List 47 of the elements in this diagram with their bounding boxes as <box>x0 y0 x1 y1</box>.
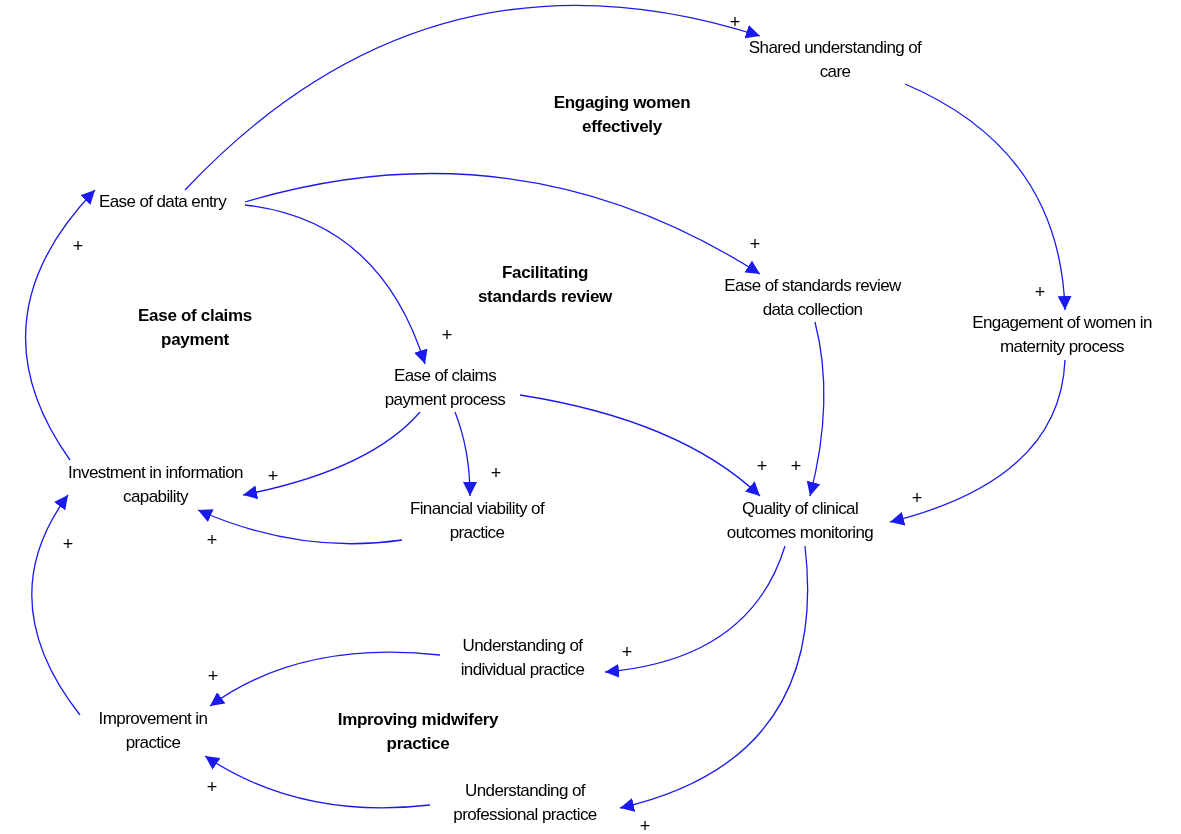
causal-arrow <box>604 545 786 678</box>
causal-arrow <box>25 189 96 461</box>
variable-label: Ease of claims payment process <box>370 364 520 412</box>
causal-arrow <box>209 651 441 707</box>
polarity-sign: + <box>205 778 219 796</box>
polarity-sign: + <box>489 464 503 482</box>
polarity-sign: + <box>440 326 454 344</box>
causal-arrow <box>619 545 809 812</box>
variable-label: Ease of data entry <box>80 190 245 214</box>
loop-label: Engaging women effectively <box>552 92 692 138</box>
causal-arrow <box>244 172 761 275</box>
polarity-sign: + <box>206 667 220 685</box>
causal-arrow <box>197 508 403 545</box>
causal-arrow <box>204 755 431 809</box>
polarity-sign: + <box>71 237 85 255</box>
causal-arrow <box>31 494 81 716</box>
polarity-sign: + <box>266 467 280 485</box>
variable-label: Ease of standards review data collection <box>715 274 910 322</box>
polarity-sign: + <box>638 817 652 834</box>
polarity-sign: + <box>910 489 924 507</box>
causal-arrow <box>244 204 427 365</box>
polarity-sign: + <box>620 643 634 661</box>
polarity-sign: + <box>755 457 769 475</box>
causal-arrow <box>184 5 761 191</box>
polarity-sign: + <box>748 235 762 253</box>
polarity-sign: + <box>728 13 742 31</box>
causal-arrow <box>889 359 1066 525</box>
loop-label: Ease of claims payment <box>137 305 253 351</box>
variable-label: Quality of clinical outcomes monitoring <box>710 496 890 546</box>
polarity-sign: + <box>789 457 803 475</box>
causal-arrow <box>519 394 761 497</box>
variable-label: Shared understanding of care <box>745 36 925 84</box>
variable-label: Understanding of individual practice <box>440 633 605 683</box>
polarity-sign: + <box>1033 283 1047 301</box>
polarity-sign: + <box>205 531 219 549</box>
polarity-sign: + <box>61 535 75 553</box>
causal-arrow <box>806 321 825 497</box>
causal-arrow <box>242 411 421 499</box>
variable-label: Financial viability of practice <box>402 496 552 546</box>
variable-label: Understanding of professional practice <box>430 778 620 828</box>
loop-label: Facilitating standards review <box>476 262 614 308</box>
loop-label: Improving midwifery practice <box>336 709 500 755</box>
causal-arrow <box>454 411 477 497</box>
variable-label: Improvement in practice <box>78 706 228 756</box>
causal-arrow <box>904 83 1071 311</box>
variable-label: Investment in information capability <box>68 460 243 510</box>
variable-label: Engagement of women in maternity process <box>962 310 1162 360</box>
